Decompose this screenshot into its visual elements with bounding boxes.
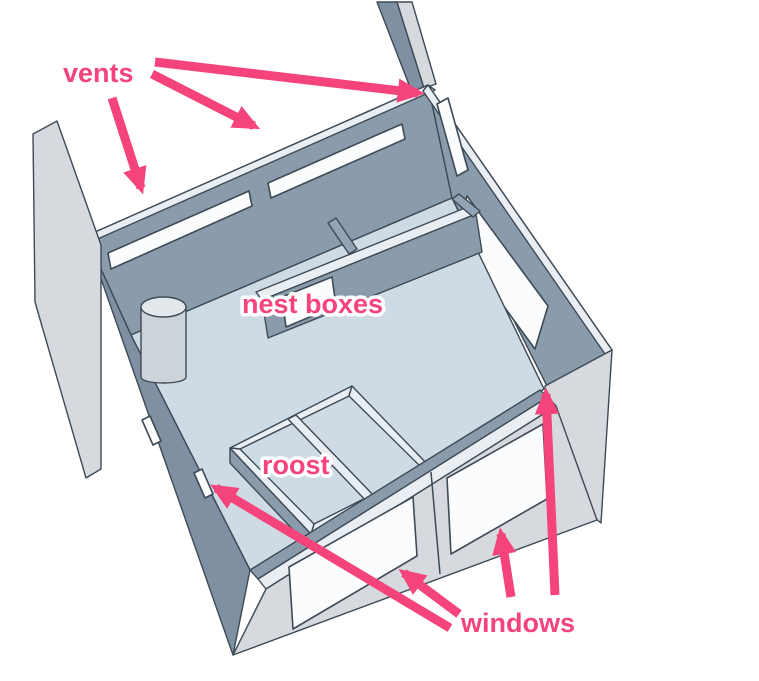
windows-label: windows	[460, 608, 575, 638]
windows-arrow-left-wall	[210, 484, 453, 632]
windows-arrow-front-left	[398, 568, 462, 618]
feeder-cylinder-body	[140, 306, 187, 384]
nest-box-divider-right	[451, 193, 481, 218]
left-wall-slot-upper	[141, 415, 162, 446]
windows-arrow-front-right	[492, 527, 517, 598]
vents-arrow-middle	[149, 69, 261, 131]
roost-wall-top-front-left	[229, 447, 315, 535]
top-right-wall-panel-outer	[396, 1, 437, 89]
front-window-left	[288, 496, 418, 630]
nest-box-divider-left	[327, 217, 358, 255]
vents-arrow-left	[107, 96, 147, 195]
nest-boxes-label: nest boxes	[242, 289, 383, 319]
vents-label: vents	[63, 58, 134, 88]
vent-slot-right	[436, 97, 469, 177]
vent-slot-middle	[267, 123, 406, 199]
vents-arrow-right	[154, 57, 425, 103]
vent-slot-left	[107, 190, 253, 270]
front-wall-seam	[430, 471, 441, 575]
windows-arrow-right-wall	[534, 387, 560, 596]
roost-label: roost	[262, 450, 330, 480]
nest-box-opening	[281, 276, 337, 328]
feeder-cylinder-top	[140, 296, 187, 318]
left-wall-outer-panel	[32, 120, 102, 479]
